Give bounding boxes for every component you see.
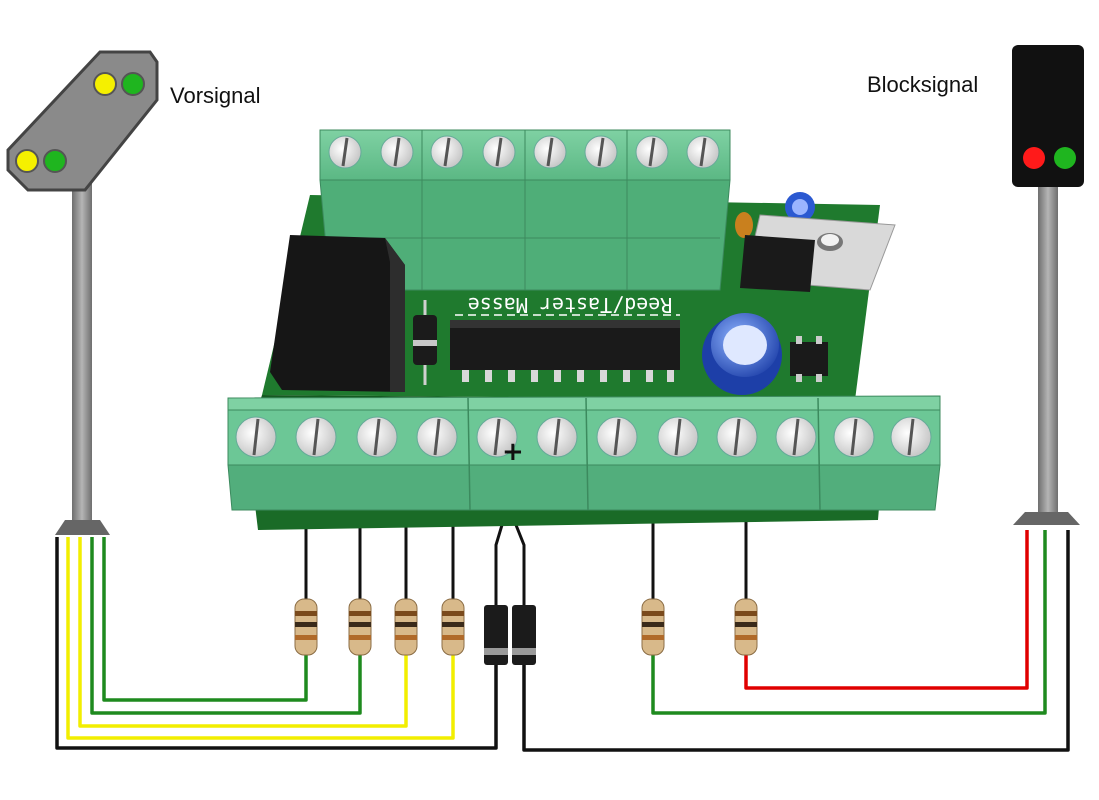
- wire-green-outer: [90, 537, 362, 715]
- diodes: [484, 605, 536, 665]
- screw-row-top: [328, 135, 720, 169]
- resistor-icon: [348, 598, 372, 656]
- ic-chip-icon: [450, 320, 680, 382]
- relay-icon: [270, 235, 405, 392]
- capacitor-icon: [735, 212, 753, 238]
- voltage-regulator-icon: [740, 214, 896, 292]
- pcb-silkscreen-label: Reed/Taster Masse: [468, 293, 673, 317]
- plus-marker: +: [502, 437, 524, 467]
- pre-signal-icon: [6, 50, 159, 535]
- diode-icon: [512, 605, 536, 665]
- wire-yellow-outer: [66, 537, 455, 740]
- resistor-icon: [394, 598, 418, 656]
- capacitor-icon: [702, 313, 782, 395]
- wire-yellow-inner: [78, 537, 408, 728]
- block-signal-icon: [1012, 45, 1084, 525]
- wires: [55, 530, 1070, 752]
- resistor-icon: [294, 598, 318, 656]
- wire-black-vorsignal: [55, 537, 498, 750]
- resistor-icon: [641, 598, 665, 656]
- wire-green-inner: [102, 537, 308, 702]
- wire-red-block: [744, 530, 1029, 690]
- capacitor-icon: [785, 192, 815, 222]
- resistors: [294, 598, 758, 656]
- terminal-block-bottom: +: [227, 395, 941, 511]
- wire-black-block: [522, 530, 1070, 752]
- resistor-icon: [441, 598, 465, 656]
- bridge-rectifier-icon: [790, 336, 828, 382]
- diode-icon: [484, 605, 508, 665]
- block-signal-label: Blocksignal: [867, 72, 978, 97]
- diode-icon: [413, 300, 437, 385]
- screw-row-bottom: [235, 416, 932, 458]
- terminal-block-top: [319, 129, 731, 291]
- pre-signal-label: Vorsignal: [170, 83, 261, 108]
- wire-green-block: [651, 530, 1047, 715]
- resistor-icon: [734, 598, 758, 656]
